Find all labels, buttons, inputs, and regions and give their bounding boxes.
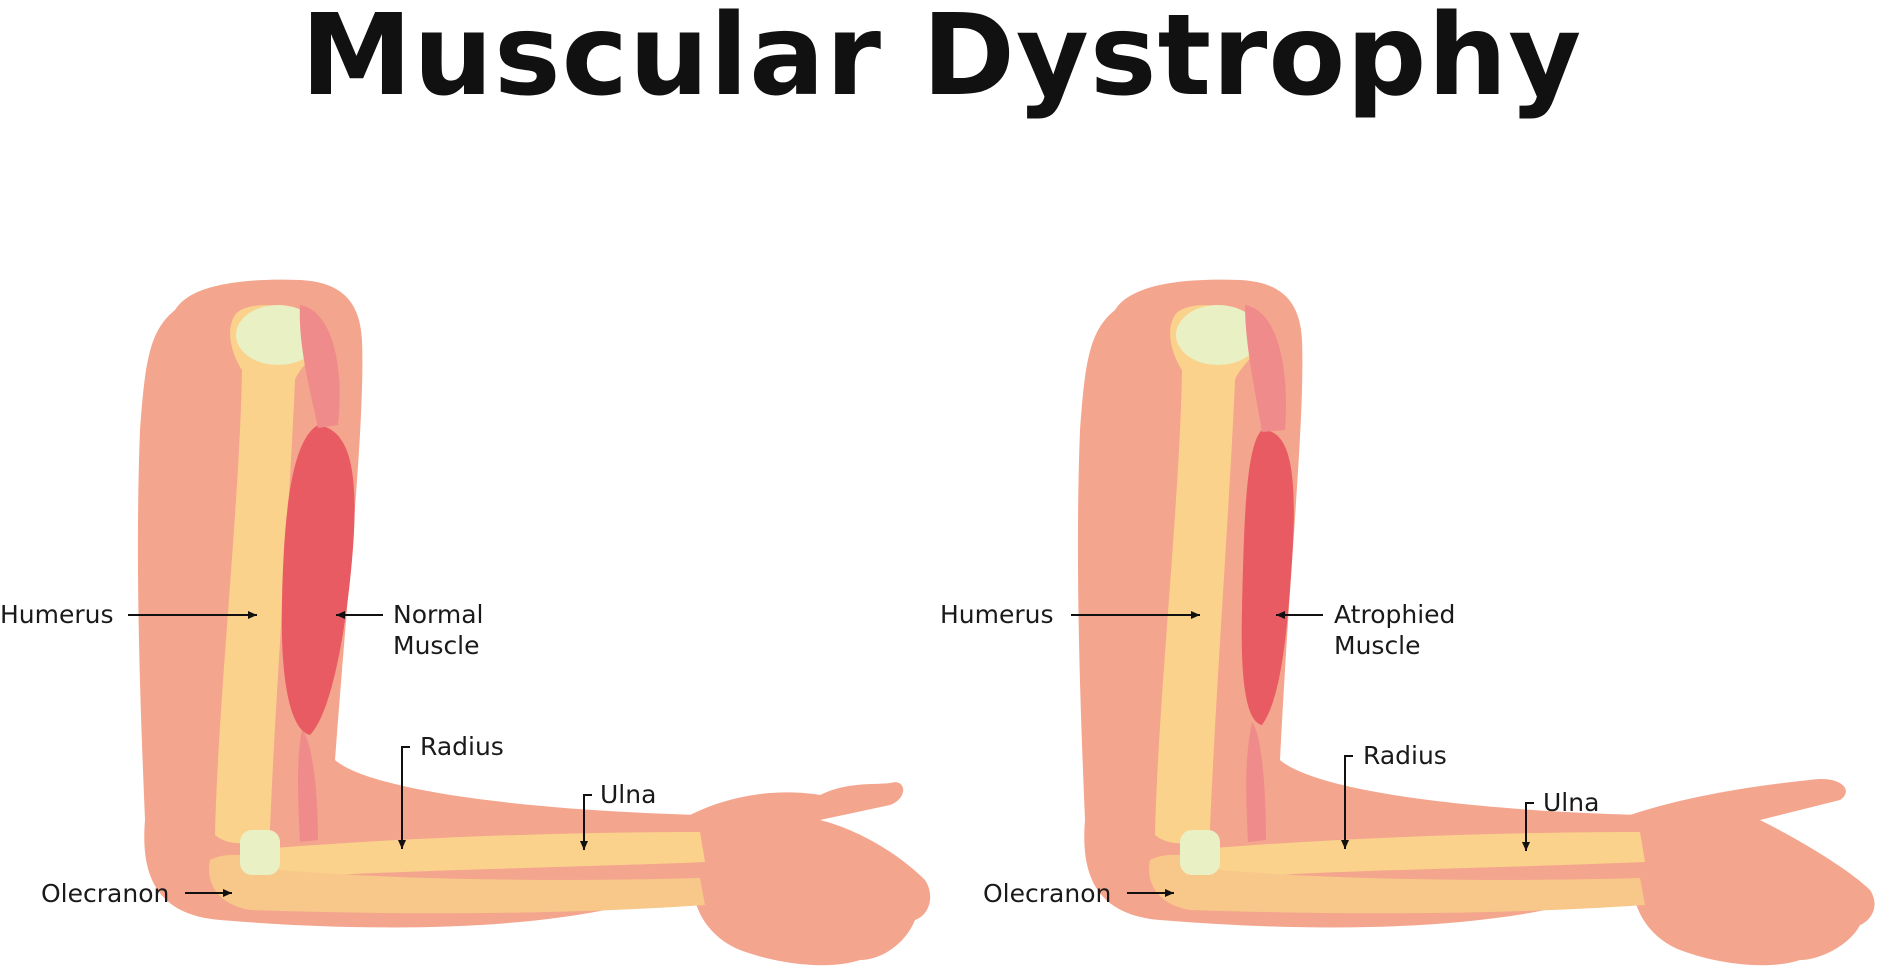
atrophied-muscle-body bbox=[1241, 430, 1294, 725]
normal-muscle-label-line1: Normal bbox=[393, 600, 484, 629]
atrophied-leader-lines bbox=[1071, 611, 1534, 897]
normal-radius-arrow bbox=[398, 746, 410, 849]
normal-muscle-tendon-bottom bbox=[298, 730, 318, 842]
atrophied-ulna-arrow bbox=[1522, 802, 1534, 851]
atrophied-humerus bbox=[1155, 305, 1261, 844]
normal-humerus bbox=[215, 305, 321, 844]
normal-elbow-joint bbox=[240, 830, 280, 875]
atrophied-muscle-tendon-bottom bbox=[1246, 722, 1266, 842]
normal-humerus-head bbox=[236, 305, 320, 365]
atrophied-arm-illustration bbox=[1077, 279, 1875, 966]
page-title: Muscular Dystrophy bbox=[300, 0, 1583, 121]
atrophied-olecranon-label: Olecranon bbox=[983, 879, 1112, 908]
atrophied-humerus-label: Humerus bbox=[940, 600, 1054, 629]
normal-ulna-arrow bbox=[580, 794, 592, 850]
normal-humerus-label: Humerus bbox=[0, 600, 114, 629]
atrophied-muscle-label-line1: Atrophied bbox=[1334, 600, 1456, 629]
atrophied-radius bbox=[1215, 832, 1645, 878]
normal-muscle-body bbox=[281, 425, 355, 735]
atrophied-humerus-head bbox=[1176, 305, 1260, 365]
atrophied-radius-arrow bbox=[1341, 755, 1353, 849]
atrophied-muscle-tendon-top bbox=[1245, 305, 1286, 432]
normal-leader-lines bbox=[128, 611, 592, 897]
atrophied-hand bbox=[1630, 779, 1875, 966]
normal-ulna-label: Ulna bbox=[600, 780, 657, 809]
normal-hand bbox=[690, 782, 931, 966]
normal-ulna bbox=[209, 854, 705, 914]
atrophied-elbow-joint bbox=[1180, 830, 1220, 875]
atrophied-ulna bbox=[1149, 854, 1645, 914]
normal-muscle-tendon-top bbox=[299, 305, 340, 428]
atrophied-radius-label: Radius bbox=[1363, 741, 1447, 770]
normal-arm-illustration bbox=[137, 279, 931, 966]
normal-muscle-label-line2: Muscle bbox=[393, 631, 480, 660]
normal-radius-label: Radius bbox=[420, 732, 504, 761]
normal-olecranon-label: Olecranon bbox=[41, 879, 170, 908]
normal-radius bbox=[275, 832, 705, 878]
atrophied-muscle-label-line2: Muscle bbox=[1334, 631, 1421, 660]
atrophied-ulna-label: Ulna bbox=[1543, 788, 1600, 817]
